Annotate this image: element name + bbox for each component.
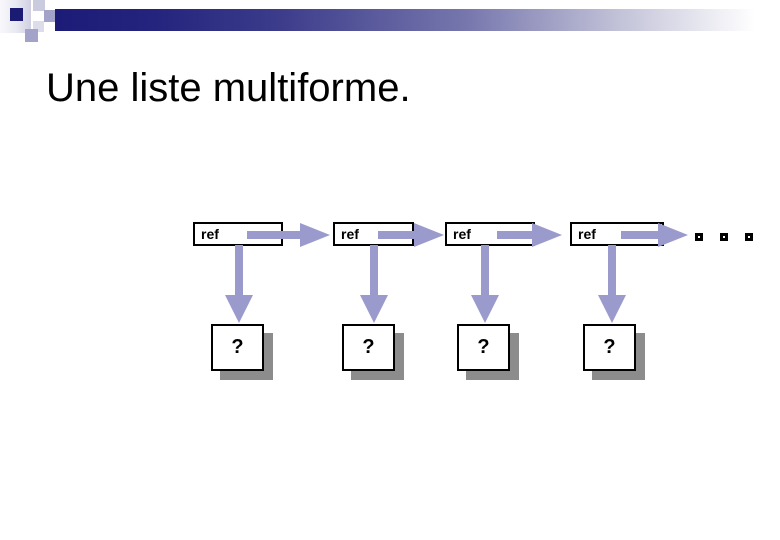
next-pointer-arrowhead-icon [658, 223, 688, 247]
slide-title: Une liste multiforme. [46, 66, 411, 110]
value-pointer-arrowhead-icon [225, 295, 253, 323]
header-gradient-bar [55, 9, 770, 31]
next-pointer-arrow-icon [247, 231, 300, 239]
ref-box: ref [333, 222, 414, 246]
value-box: ? [583, 324, 636, 371]
value-label: ? [231, 336, 244, 358]
continuation-dot-icon [695, 233, 703, 241]
mosaic-square-light-top [33, 0, 45, 11]
next-pointer-arrow-icon [621, 231, 658, 239]
value-pointer-arrowhead-icon [360, 295, 388, 323]
mosaic-square-navy [10, 8, 23, 21]
mosaic-square-light-bottom [33, 21, 44, 32]
continuation-dot-icon [745, 233, 753, 241]
value-label: ? [477, 336, 490, 358]
mosaic-square-mid-bottom [25, 29, 38, 42]
value-pointer-arrow-icon [481, 245, 489, 295]
ref-label: ref [578, 226, 596, 242]
next-pointer-arrow-icon [497, 231, 532, 239]
value-pointer-arrow-icon [370, 245, 378, 295]
continuation-dot-icon [720, 233, 728, 241]
value-box: ? [457, 324, 510, 371]
value-pointer-arrow-icon [235, 245, 243, 295]
value-pointer-arrowhead-icon [471, 295, 499, 323]
ref-label: ref [453, 226, 471, 242]
next-pointer-arrowhead-icon [532, 223, 562, 247]
value-pointer-arrowhead-icon [598, 295, 626, 323]
next-pointer-arrowhead-icon [414, 223, 444, 247]
ref-label: ref [201, 226, 219, 242]
next-pointer-arrowhead-icon [300, 223, 330, 247]
value-box: ? [342, 324, 395, 371]
value-pointer-arrow-icon [608, 245, 616, 295]
next-pointer-arrow-icon [378, 231, 414, 239]
value-box: ? [211, 324, 264, 371]
mosaic-square-mid-top [44, 10, 56, 22]
value-label: ? [603, 336, 616, 358]
value-label: ? [362, 336, 375, 358]
ref-label: ref [341, 226, 359, 242]
